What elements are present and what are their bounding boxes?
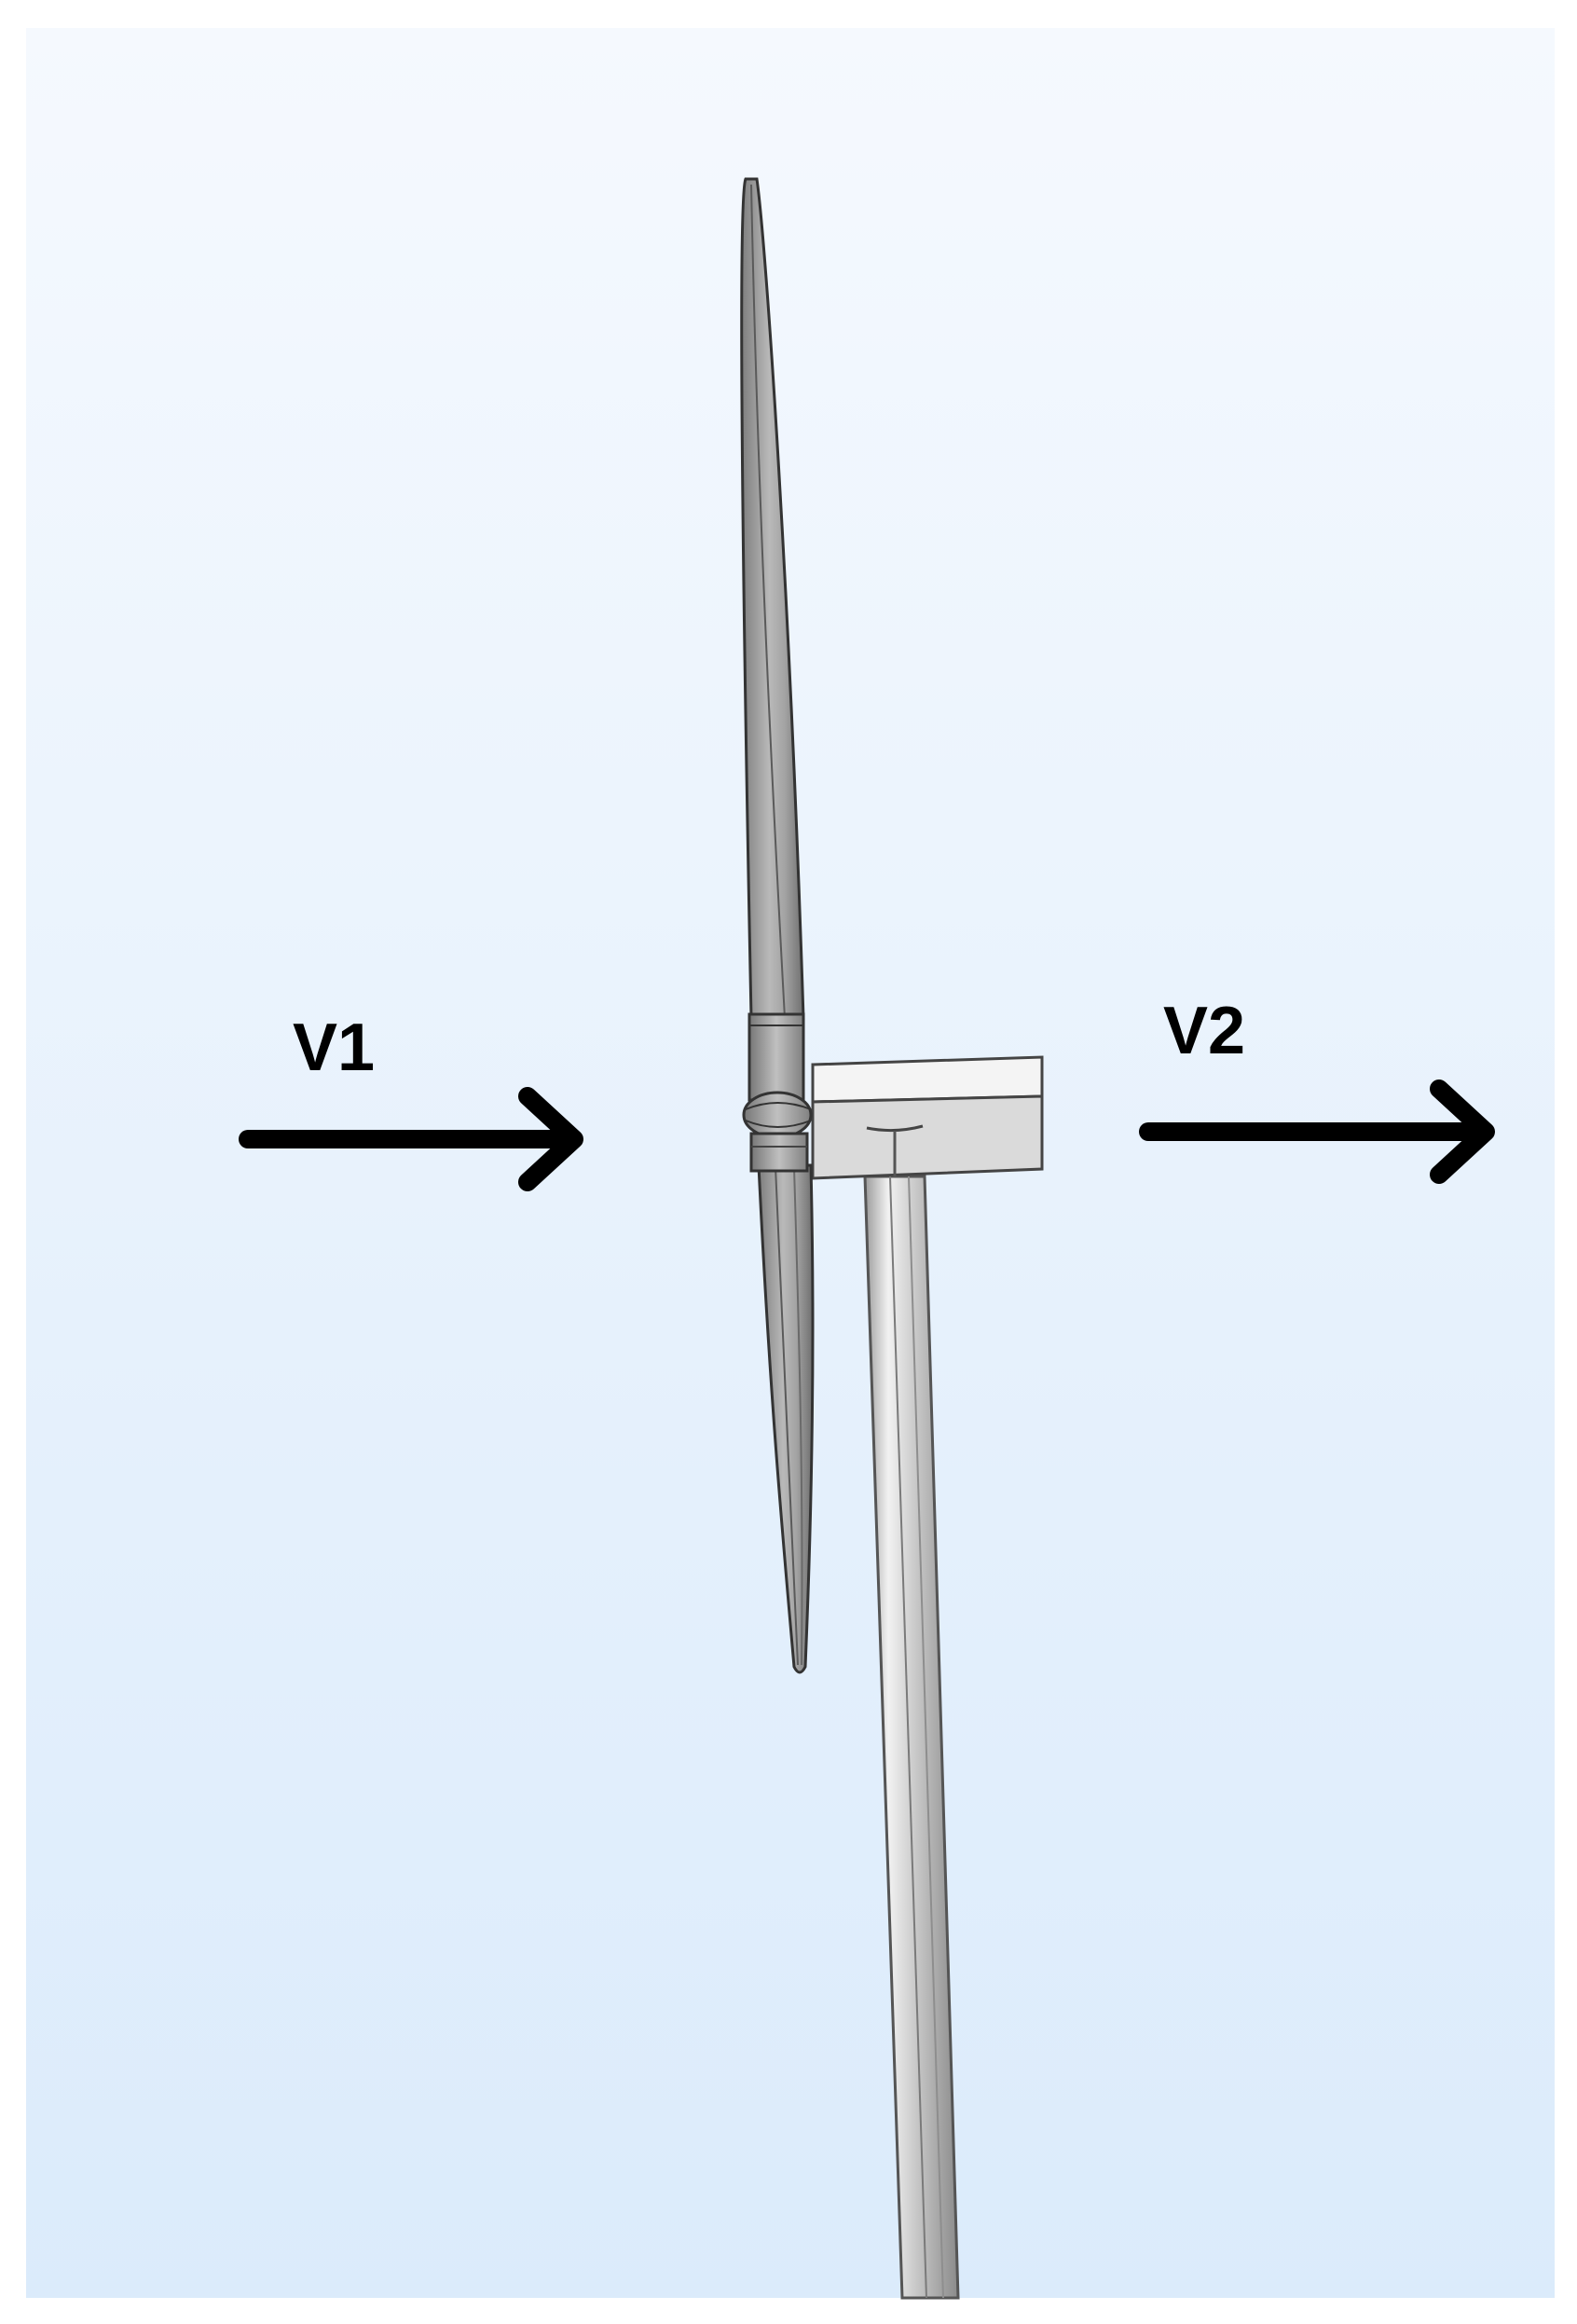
inflow-velocity-label: V1 (293, 1011, 375, 1085)
outflow-velocity-label: V2 (1163, 994, 1245, 1068)
tower (863, 1175, 960, 2300)
nacelle (811, 1055, 1044, 1180)
rotor-hub (742, 1012, 813, 1173)
outflow-arrow-icon (1139, 1079, 1495, 1184)
rotor-blade-lower (757, 1163, 815, 1674)
inflow-arrow-icon (239, 1087, 583, 1191)
